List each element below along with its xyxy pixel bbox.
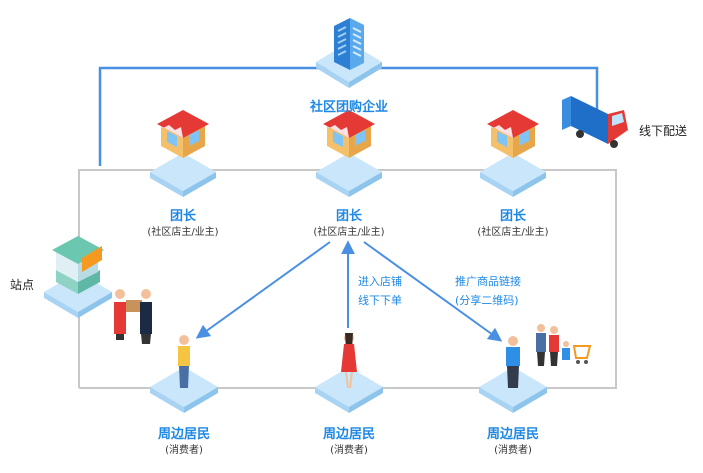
enterprise-label: 社区团购企业 bbox=[309, 100, 389, 115]
arrow-to-left-resident bbox=[195, 241, 331, 339]
man-yellow-shirt-icon bbox=[178, 335, 190, 388]
annotation-promote-link-line2: (分享二维码) bbox=[455, 294, 519, 307]
leader-center-title: 团长 bbox=[335, 209, 363, 224]
resident-left-title: 周边居民 bbox=[157, 427, 211, 442]
leader-platform-center bbox=[316, 153, 382, 197]
leader-right-title: 团长 bbox=[499, 209, 527, 224]
resident-left-subtitle: (消费者) bbox=[165, 445, 203, 456]
family-shopping-icon bbox=[536, 324, 592, 366]
enterprise-node bbox=[316, 18, 382, 88]
annotation-enter-store-line1: 进入店铺 bbox=[358, 275, 402, 288]
resident-center-title: 周边居民 bbox=[322, 427, 376, 442]
annotation-enter-store-line2: 线下下单 bbox=[358, 294, 402, 307]
outer-loop-line bbox=[78, 169, 617, 389]
resident-right-subtitle: (消费者) bbox=[494, 445, 532, 456]
leader-left-subtitle: (社区店主/业主) bbox=[147, 227, 219, 238]
station-label: 站点 bbox=[9, 278, 35, 292]
station-node bbox=[44, 236, 112, 318]
arrow-to-right-resident bbox=[363, 241, 503, 342]
resident-right-title: 周边居民 bbox=[486, 427, 540, 442]
leader-left-title: 团长 bbox=[169, 209, 197, 224]
resident-center-subtitle: (消费者) bbox=[330, 445, 368, 456]
storefront-icon bbox=[157, 110, 209, 158]
station-kiosk-icon bbox=[52, 236, 104, 294]
annotation-enter-store: 进入店铺 线下下单 bbox=[358, 272, 402, 310]
annotation-promote-link-line1: 推广商品链接 bbox=[455, 275, 521, 288]
leader-platform-left bbox=[150, 153, 216, 197]
delivery-truck-icon bbox=[562, 96, 628, 148]
leader-platform-right bbox=[480, 153, 546, 197]
annotation-promote-link: 推广商品链接 (分享二维码) bbox=[455, 272, 521, 310]
leader-right-subtitle: (社区店主/业主) bbox=[477, 227, 549, 238]
storefront-icon bbox=[323, 110, 375, 158]
storefront-icon bbox=[487, 110, 539, 158]
woman-red-dress-icon bbox=[341, 333, 357, 389]
delivery-label: 线下配送 bbox=[638, 124, 688, 138]
office-building-icon bbox=[334, 18, 364, 70]
resident-platform-center bbox=[315, 367, 383, 413]
resident-platform-right bbox=[479, 367, 547, 413]
package-handover-icon bbox=[114, 289, 152, 344]
man-blue-shirt-icon bbox=[506, 336, 520, 388]
leader-center-subtitle: (社区店主/业主) bbox=[313, 227, 385, 238]
